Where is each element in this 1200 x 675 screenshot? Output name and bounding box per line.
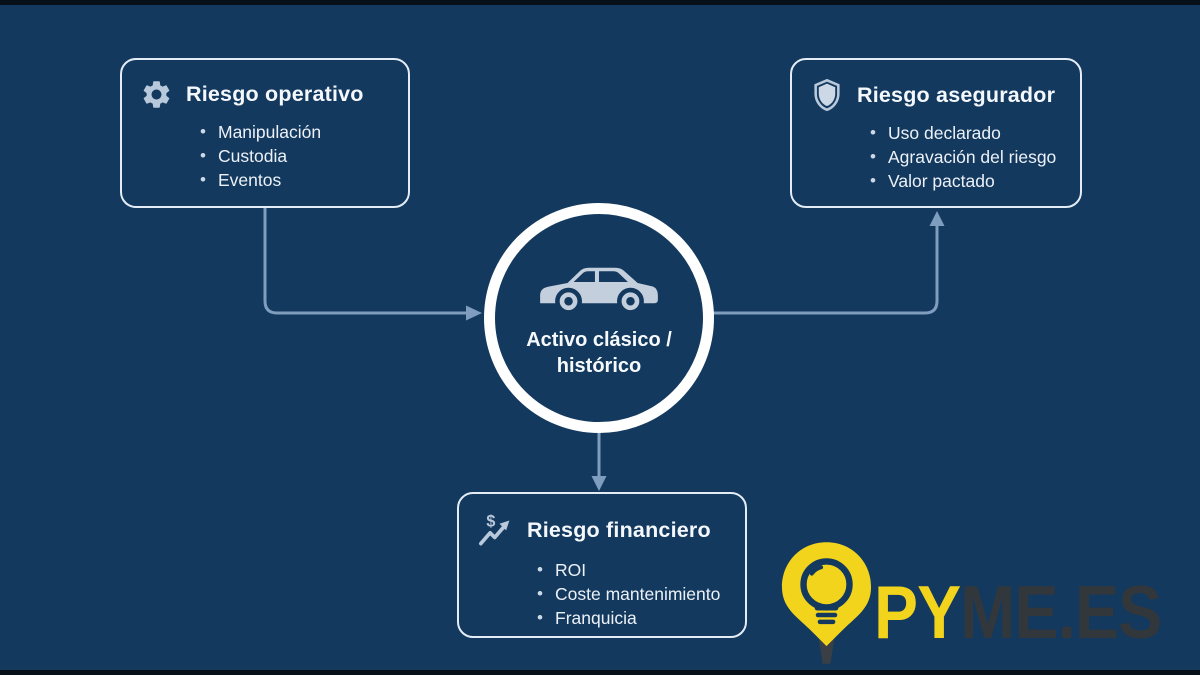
pyme-es-logo: PYME.ES <box>780 540 1200 671</box>
shield-icon <box>810 78 844 112</box>
center-node-label: Activo clásico / histórico <box>526 329 672 377</box>
gear-icon <box>140 78 173 111</box>
dollar-glyph: $ <box>486 513 495 531</box>
logo-text-primary: PY <box>874 569 961 654</box>
letterbox-bottom <box>0 670 1200 675</box>
list-item: Agravación del riesgo <box>870 145 1064 169</box>
list-item: Manipulación <box>200 120 392 144</box>
trend-dollar-icon: $ <box>477 512 514 549</box>
arrowhead-up <box>929 211 945 226</box>
lightbulb-icon <box>780 540 874 671</box>
classic-car-icon <box>532 256 666 321</box>
risk-box-financiero-list: ROI Coste mantenimiento Franquicia <box>475 558 729 630</box>
list-item: ROI <box>537 558 729 582</box>
letterbox-top <box>0 0 1200 5</box>
list-item: Custodia <box>200 144 392 168</box>
risk-box-financiero: $ Riesgo financiero ROI Coste mantenimie… <box>457 492 747 638</box>
risk-box-asegurador-title: Riesgo asegurador <box>857 82 1056 107</box>
risk-box-financiero-header: $ Riesgo financiero <box>475 512 729 549</box>
list-item: Coste mantenimiento <box>537 582 729 606</box>
logo-text-secondary: ME.ES <box>960 569 1162 654</box>
risk-box-asegurador-list: Uso declarado Agravación del riesgo Valo… <box>808 121 1064 193</box>
connector-center-to-asegurador <box>712 224 939 315</box>
risk-box-operativo-list: Manipulación Custodia Eventos <box>138 120 392 192</box>
list-item: Valor pactado <box>870 169 1064 193</box>
arrowhead-right <box>466 305 482 321</box>
risk-box-asegurador-header: Riesgo asegurador <box>808 78 1064 112</box>
arrowhead-down <box>591 476 607 491</box>
logo-wordmark: PYME.ES <box>874 574 1162 650</box>
risk-box-asegurador: Riesgo asegurador Uso declarado Agravaci… <box>790 58 1082 208</box>
risk-box-financiero-title: Riesgo financiero <box>527 518 711 542</box>
list-item: Eventos <box>200 168 392 192</box>
list-item: Uso declarado <box>870 121 1064 145</box>
risk-box-operativo-header: Riesgo operativo <box>138 78 392 111</box>
risk-box-operativo-title: Riesgo operativo <box>186 82 364 106</box>
connector-operativo-to-center <box>263 206 468 315</box>
list-item: Franquicia <box>537 606 729 630</box>
risk-box-operativo: Riesgo operativo Manipulación Custodia E… <box>120 58 410 208</box>
center-node-activo: Activo clásico / histórico <box>484 203 714 433</box>
